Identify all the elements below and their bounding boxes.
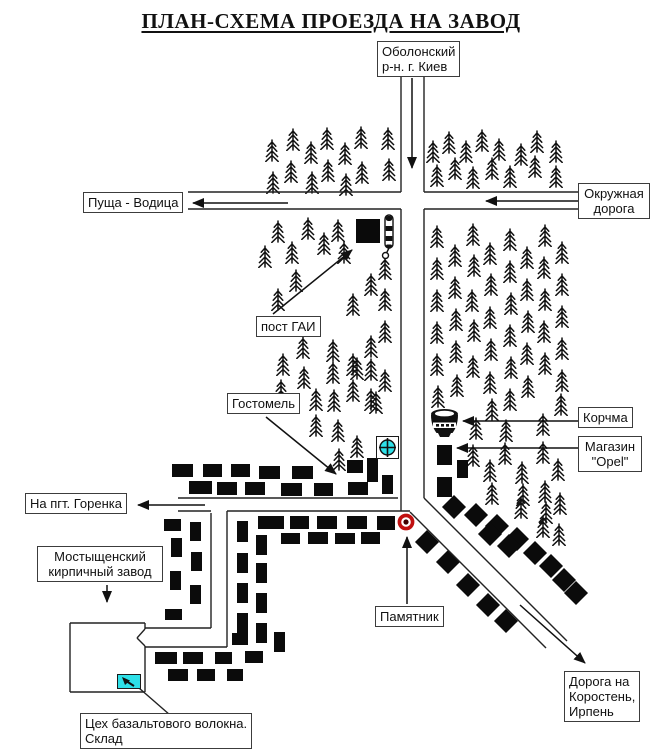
label-ring-road: Окружная дорога [578, 183, 650, 219]
label-korosten-road: Дорога на Коростень, Ирпень [564, 671, 641, 722]
page-title: ПЛАН-СХЕМА ПРОЕЗДА НА ЗАВОД [141, 9, 521, 33]
label-basalt-shop: Цех базальтового волокна. Склад [80, 713, 253, 749]
label-opel-shop: Магазин "Opel" [578, 436, 642, 472]
checkpoint-building-icon [356, 219, 380, 243]
church-icon [376, 436, 399, 459]
barrier-pole-icon [381, 214, 397, 265]
road-outline-layer [69, 77, 578, 716]
monument-icon [397, 513, 415, 536]
label-monument: Памятник [375, 606, 444, 627]
label-gostomel: Гостомель [227, 393, 301, 414]
label-gai-post: пост ГАИ [256, 316, 321, 337]
label-tavern: Корчма [578, 407, 633, 428]
warehouse-marker-icon [117, 674, 141, 689]
tavern-barrel-icon [429, 408, 459, 443]
label-obolonsky-district: Оболонский р-н. г. Киев [377, 41, 461, 77]
direction-arrows-layer [102, 78, 586, 664]
label-brick-factory: Мостыщенский кирпичный завод [37, 546, 163, 582]
label-pushcha-voditsa: Пуща - Водица [83, 192, 184, 213]
street-buildings-layer [155, 445, 468, 681]
label-gorenka: На пгт. Горенка [25, 493, 127, 514]
